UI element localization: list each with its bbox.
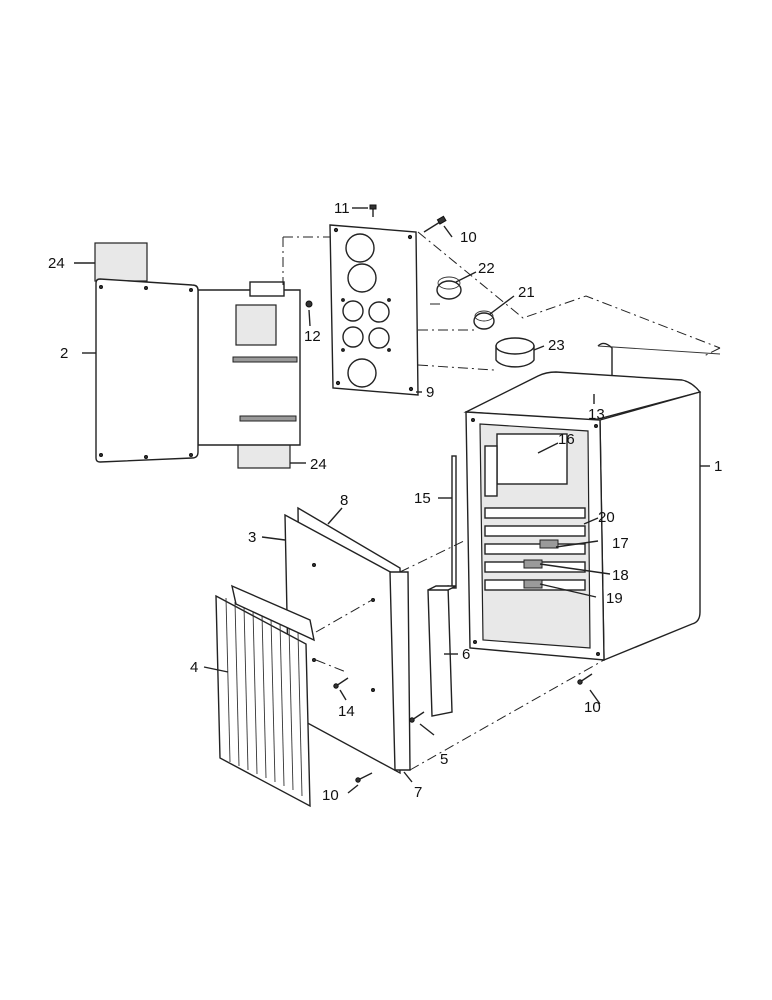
callout-10-bottom: 10 xyxy=(322,787,339,804)
part-15-gasket xyxy=(451,455,457,589)
callout-12: 12 xyxy=(304,328,321,345)
callout-leaders xyxy=(74,207,710,794)
part-11-screw xyxy=(369,204,377,217)
part-21-ring xyxy=(473,310,495,330)
callout-13: 13 xyxy=(588,406,605,423)
part-12-screw xyxy=(305,300,313,308)
callout-23: 23 xyxy=(548,337,565,354)
part-19-card xyxy=(523,579,543,589)
part-16-board xyxy=(496,433,568,485)
part-14-screw xyxy=(333,677,349,689)
callout-10-right: 10 xyxy=(584,699,601,716)
part-9-gauge-panel xyxy=(329,224,419,396)
part-2-inner-block xyxy=(235,304,277,346)
part-4-heatsink xyxy=(215,584,315,808)
part-2-inner-slot xyxy=(232,356,298,363)
callout-18: 18 xyxy=(612,567,629,584)
part-2-cover-plate xyxy=(95,278,199,463)
callout-7: 7 xyxy=(414,784,422,801)
callout-6: 6 xyxy=(462,646,470,663)
part-1-housing xyxy=(463,371,702,662)
part-2-cover-assembly xyxy=(94,242,301,469)
callout-22: 22 xyxy=(478,260,495,277)
part-5-screw xyxy=(409,711,425,723)
callout-11: 11 xyxy=(334,200,350,217)
callout-1: 1 xyxy=(714,458,722,475)
callout-16: 16 xyxy=(558,431,575,448)
callout-14: 14 xyxy=(338,703,355,720)
part-10-screw-right xyxy=(577,673,593,685)
callout-2: 2 xyxy=(60,345,68,362)
callout-10-top: 10 xyxy=(460,229,477,246)
part-17-card xyxy=(539,539,559,549)
callout-15: 15 xyxy=(414,490,431,507)
callout-4: 4 xyxy=(190,659,198,676)
callout-5: 5 xyxy=(440,751,448,768)
callout-9: 9 xyxy=(426,384,434,401)
callout-21: 21 xyxy=(518,284,535,301)
callout-8: 8 xyxy=(340,492,348,509)
part-24-top-strip xyxy=(94,242,148,282)
callout-24-bottom: 24 xyxy=(310,456,327,473)
part-6-block xyxy=(427,585,457,717)
part-3-board xyxy=(284,513,401,775)
part-23-ring xyxy=(495,337,535,368)
part-10-screw-bottom xyxy=(355,772,373,783)
callout-19: 19 xyxy=(606,590,623,607)
part-18-card xyxy=(523,559,543,569)
callout-17: 17 xyxy=(612,535,629,552)
callout-3: 3 xyxy=(248,529,256,546)
part-2-inner-slot-2 xyxy=(239,415,297,422)
callout-20: 20 xyxy=(598,509,615,526)
housing-right-face xyxy=(599,391,701,662)
part-10-screw-top xyxy=(423,215,447,233)
part-22-ring xyxy=(436,276,462,300)
callout-24-top: 24 xyxy=(48,255,65,272)
